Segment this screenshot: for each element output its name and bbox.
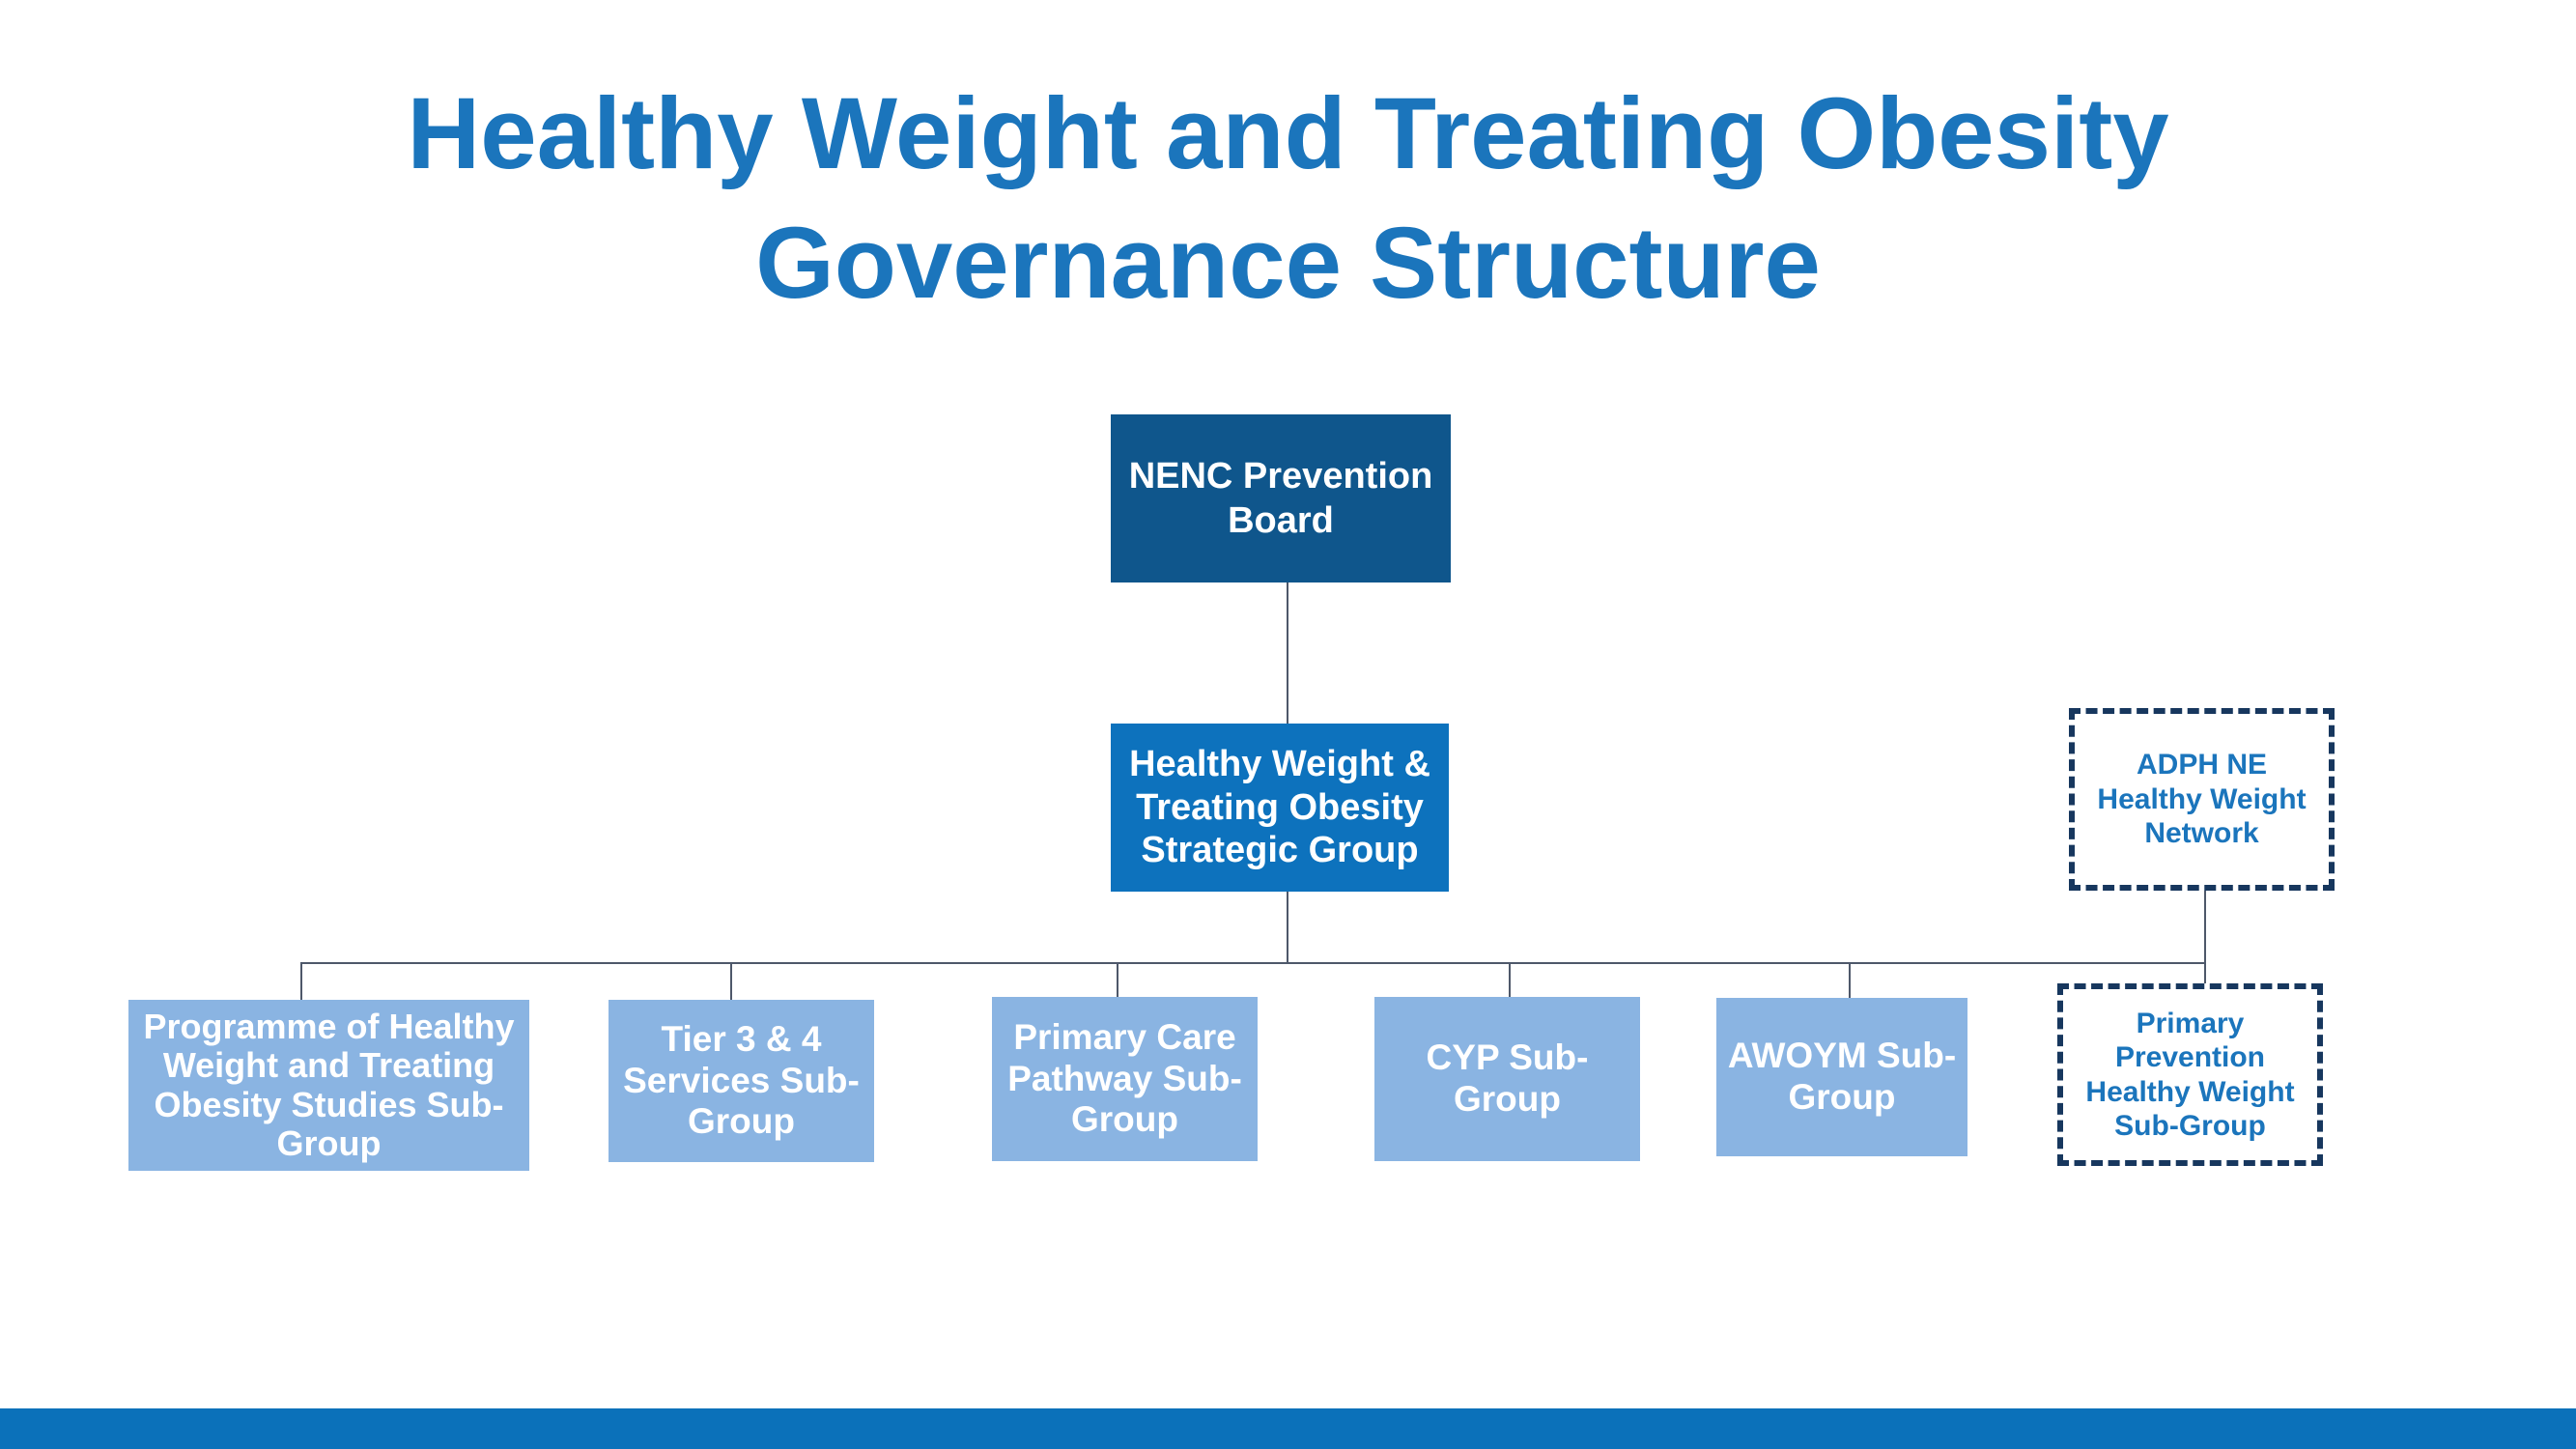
- org-box-primary-prevention-subgroup: Primary Prevention Healthy Weight Sub-Gr…: [2057, 983, 2323, 1166]
- page-title-line1: Healthy Weight and Treating Obesity: [407, 77, 2169, 190]
- org-box-label: Primary Care Pathway Sub-Group: [1007, 1017, 1242, 1140]
- org-box-awoym-subgroup: AWOYM Sub-Group: [1716, 998, 1967, 1156]
- connector-drop-programme: [300, 962, 302, 1001]
- connector-board-to-strategic: [1287, 582, 1288, 724]
- org-box-label: NENC Prevention Board: [1128, 455, 1433, 541]
- org-box-label: Healthy Weight & Treating Obesity Strate…: [1129, 743, 1430, 871]
- org-box-cyp-subgroup: CYP Sub-Group: [1374, 997, 1640, 1161]
- connector-drop-cyp: [1509, 962, 1511, 998]
- org-box-label: Programme of Healthy Weight and Treating…: [143, 1006, 515, 1163]
- org-box-label: Primary Prevention Healthy Weight Sub-Gr…: [2085, 1007, 2295, 1142]
- org-box-nenc-prevention-board: NENC Prevention Board: [1111, 414, 1451, 582]
- connector-strategic-to-branch: [1287, 892, 1288, 963]
- org-box-strategic-group: Healthy Weight & Treating Obesity Strate…: [1111, 724, 1449, 892]
- connector-network-to-primary-prevention: [2204, 891, 2206, 984]
- org-box-label: Tier 3 & 4 Services Sub-Group: [623, 1019, 860, 1142]
- org-box-label: ADPH NE Healthy Weight Network: [2097, 749, 2307, 850]
- org-box-adph-ne-network: ADPH NE Healthy Weight Network: [2069, 708, 2335, 891]
- org-box-programme-studies-subgroup: Programme of Healthy Weight and Treating…: [128, 1000, 529, 1171]
- org-box-tier-3-4-services-subgroup: Tier 3 & 4 Services Sub-Group: [609, 1000, 874, 1162]
- connector-drop-tier: [730, 962, 732, 1001]
- org-box-label: AWOYM Sub-Group: [1727, 1036, 1957, 1117]
- connector-branch-horizontal: [300, 962, 2206, 964]
- org-box-label: CYP Sub-Group: [1426, 1037, 1589, 1119]
- page-title-line2: Governance Structure: [755, 207, 1821, 321]
- connector-drop-awoym: [1849, 962, 1851, 999]
- footer-accent-bar: [0, 1408, 2576, 1449]
- org-box-primary-care-pathway-subgroup: Primary Care Pathway Sub-Group: [992, 997, 1258, 1161]
- connector-drop-primary-care: [1117, 962, 1118, 998]
